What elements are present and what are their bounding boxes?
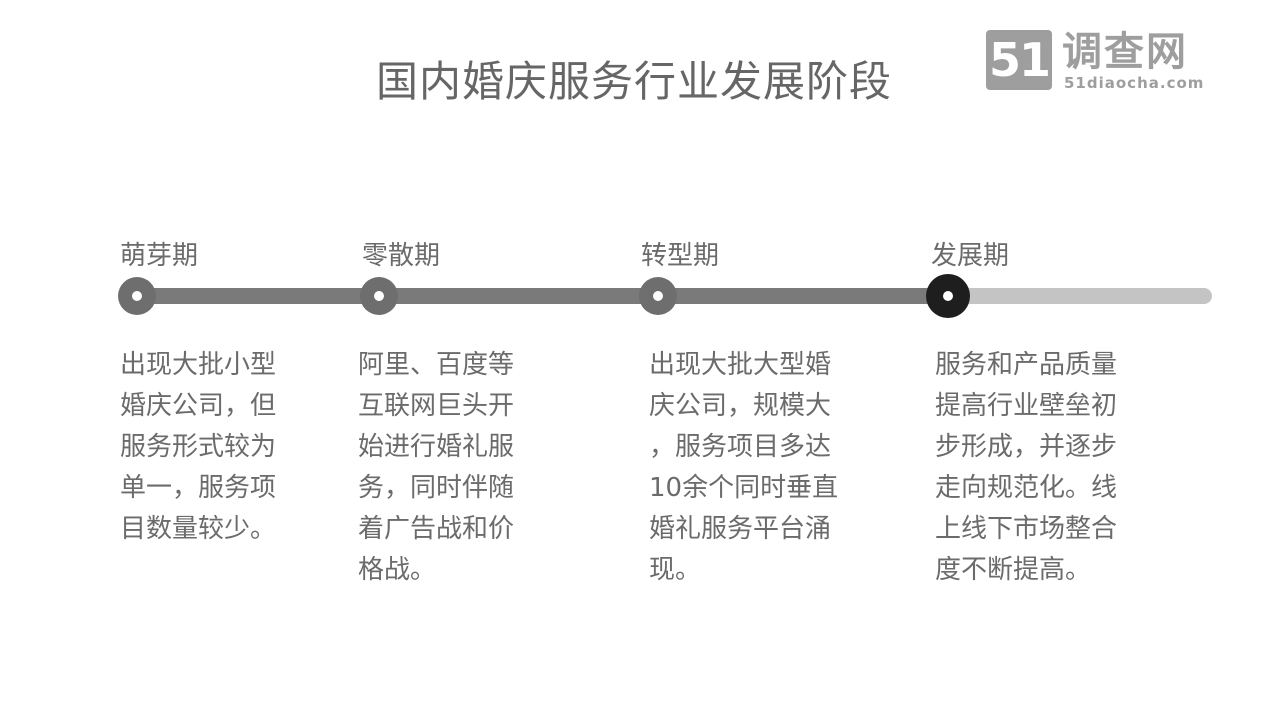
node-dot-icon <box>943 291 953 301</box>
node-dot-icon <box>132 291 142 301</box>
logo-name: 调查网 <box>1062 29 1188 75</box>
stage-node-development <box>926 274 970 318</box>
stage-description-development: 服务和产品质量 提高行业壁垒初 步形成，并逐步 走向规范化。线 上线下市场整合 … <box>935 350 1118 585</box>
site-logo: 51 调查网 51diaocha.com <box>986 30 1242 94</box>
logo-badge: 51 <box>986 30 1052 90</box>
stage-label-scattered: 零散期 <box>362 241 441 271</box>
stage-node-scattered <box>360 277 398 315</box>
timeline-track-future <box>940 288 1212 304</box>
timeline-track-completed <box>136 288 949 304</box>
stage-node-germination <box>118 277 156 315</box>
logo-url: 51diaocha.com <box>1064 74 1205 92</box>
node-dot-icon <box>653 291 663 301</box>
page-title: 国内婚庆服务行业发展阶段 <box>375 57 892 106</box>
stage-node-transformation <box>639 277 677 315</box>
stage-label-germination: 萌芽期 <box>120 241 199 271</box>
stage-label-transformation: 转型期 <box>641 241 720 271</box>
stage-description-germination: 出现大批小型 婚庆公司，但 服务形式较为 单一，服务项 目数量较少。 <box>120 350 277 544</box>
stage-description-transformation: 出现大批大型婚 庆公司，规模大 ，服务项目多达 10余个同时垂直 婚礼服务平台涌… <box>649 350 839 585</box>
stage-description-scattered: 阿里、百度等 互联网巨头开 始进行婚礼服 务，同时伴随 着广告战和价 格战。 <box>358 350 515 585</box>
node-dot-icon <box>374 291 384 301</box>
stage-label-development: 发展期 <box>931 241 1010 271</box>
